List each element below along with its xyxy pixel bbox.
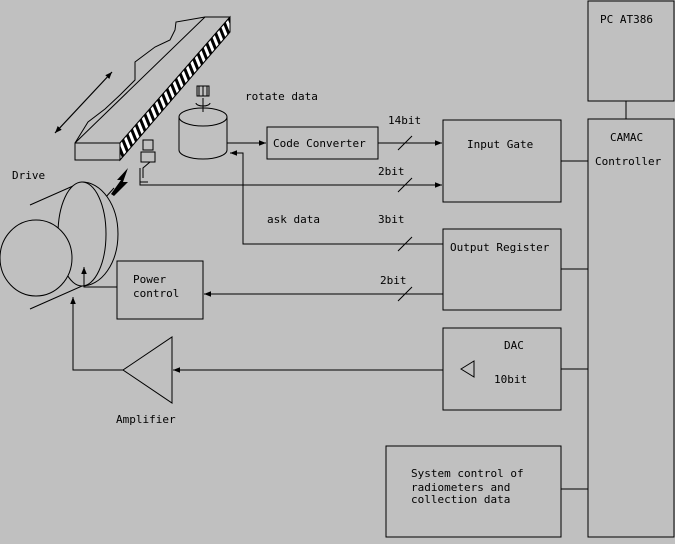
- antenna-platform: [74, 15, 231, 163]
- bus-label-2bit-power: 2bit: [380, 274, 407, 287]
- dac-triangle-icon: [460, 360, 475, 378]
- output-register-box: Output Register: [442, 228, 562, 311]
- dac-box: DAC 10bit: [442, 327, 562, 411]
- pc-label: PC AT386: [600, 13, 653, 26]
- system-control-line-2: radiometers and: [411, 481, 510, 494]
- system-control-box: System control of radiometers and collec…: [385, 445, 562, 538]
- drive-label: Drive: [12, 169, 45, 182]
- bus-label-2bit-input: 2bit: [378, 165, 405, 178]
- camac-label: CAMAC: [610, 131, 643, 144]
- encoder-cylinder: [178, 85, 228, 160]
- bus-label-3bit: 3bit: [378, 213, 405, 226]
- output-register-label: Output Register: [450, 241, 550, 254]
- dac-label: DAC: [504, 339, 524, 352]
- connections: [70, 135, 588, 490]
- system-control-line-3: collection data: [411, 493, 510, 506]
- bus-label-14bit: 14bit: [388, 114, 421, 127]
- amplifier-label: Amplifier: [116, 413, 176, 426]
- ask-data-label: ask data: [267, 213, 320, 226]
- motion-double-arrow: [54, 71, 113, 134]
- drive-motor: [0, 181, 119, 310]
- lightning-bolt-icon: [104, 168, 128, 199]
- power-label: Power: [133, 273, 166, 286]
- code-converter-box: Code Converter: [266, 126, 379, 160]
- dac-bits-label: 10bit: [494, 373, 527, 386]
- input-gate-box: Input Gate: [442, 119, 562, 203]
- control-label: control: [133, 287, 179, 300]
- camac-controller-box: CAMAC Controller: [587, 118, 675, 538]
- sensor-flag: [139, 161, 151, 183]
- code-converter-label: Code Converter: [273, 137, 366, 150]
- input-gate-label: Input Gate: [467, 138, 533, 151]
- rotate-data-label: rotate data: [245, 90, 318, 103]
- power-control-box: Power control: [116, 260, 204, 320]
- pc-box: PC AT386: [587, 0, 675, 102]
- amplifier-triangle: [122, 336, 173, 404]
- system-control-line-1: System control of: [411, 467, 524, 480]
- controller-label: Controller: [595, 155, 662, 168]
